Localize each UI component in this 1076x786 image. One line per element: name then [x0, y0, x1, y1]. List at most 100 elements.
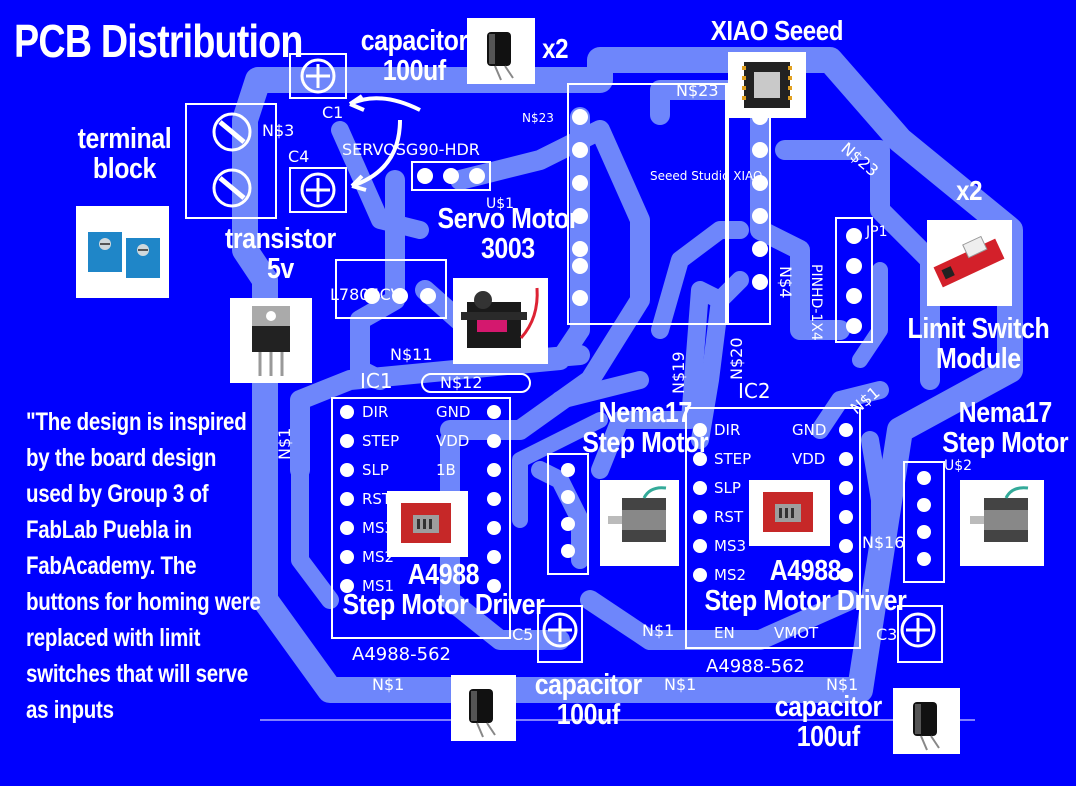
stepper-motor-icon: [600, 480, 679, 566]
c4-text: C4: [288, 147, 309, 166]
ic1-part-text: A4988-562: [352, 644, 451, 665]
xiao-board-icon: [728, 52, 806, 118]
page-title: PCB Distribution: [14, 15, 303, 67]
svg-text:VMOT: VMOT: [774, 624, 819, 642]
u1-outline: [547, 453, 589, 575]
xiao-outline: [567, 83, 729, 325]
net-n20: N$20: [727, 337, 746, 380]
trace-limit: [852, 262, 888, 368]
svg-text:MS3: MS3: [362, 519, 394, 537]
u2-text: U$2: [944, 458, 972, 474]
net-n19: N$19: [669, 351, 688, 394]
trace-left-motor: [531, 461, 589, 569]
svg-text:1B: 1B: [436, 461, 456, 479]
net-n3: N$3: [262, 121, 294, 140]
c4-outline: [289, 167, 347, 213]
label-nema-left: Nema17 Step Motor: [582, 397, 709, 460]
svg-text:MS3: MS3: [714, 537, 746, 555]
capacitor-icon: [451, 675, 516, 741]
terminal-block-icon: [76, 206, 169, 298]
u1-text: U$1: [486, 196, 514, 212]
label-x2-right: x2: [956, 175, 983, 206]
servo-header-text: SERVOSG90-HDR: [342, 140, 480, 159]
stepper-motor-icon: [960, 480, 1044, 566]
net-n1-bottom: N$1: [642, 621, 674, 640]
label-capacitor-bottom-right: capacitor 100uf: [774, 691, 882, 754]
net-n16: N$16: [862, 533, 905, 552]
net-n23-small: N$23: [522, 111, 554, 125]
trace-right-top: [811, 381, 889, 439]
net-n1-vert: N$1: [275, 428, 294, 460]
servo-motor-icon: [453, 278, 548, 364]
svg-text:MS1: MS1: [362, 577, 394, 595]
label-limit-switch: Limit Switch Module: [907, 313, 1050, 376]
ic2-part-text: A4988-562: [706, 656, 805, 677]
svg-text:GND: GND: [436, 403, 470, 421]
driver-board-icon: [387, 491, 468, 557]
c1-text: C1: [322, 103, 343, 122]
trace-n1-bottom: [580, 590, 860, 650]
n12-bar: [421, 373, 531, 393]
trace-n23-top: [650, 80, 750, 125]
label-xiao: XIAO Seeed: [710, 15, 844, 46]
jp1-text: JP1: [865, 224, 887, 240]
capacitor-icon: [467, 18, 535, 84]
trace-servo: [440, 120, 650, 440]
label-capacitor-bottom-left: capacitor 100uf: [534, 669, 642, 732]
xiao-silk-text: Seeed Studio XIAO: [650, 169, 762, 183]
label-x2-top: x2: [542, 33, 569, 64]
svg-text:MS2: MS2: [362, 548, 394, 566]
regulator-outline: [335, 259, 447, 319]
c1-outline: [289, 53, 347, 99]
c3-text: C3: [876, 625, 897, 644]
transistor-icon: [230, 298, 312, 383]
ic2-text: IC2: [738, 379, 771, 403]
svg-text:STEP: STEP: [362, 432, 399, 450]
c5-text: C5: [512, 625, 533, 644]
capacitor-icon: [893, 688, 960, 754]
trace-outer-loop: [232, 47, 1023, 703]
trace-mid: [591, 281, 729, 479]
svg-text:SLP: SLP: [362, 461, 389, 479]
svg-text:VDD: VDD: [792, 450, 825, 468]
cap-symbols: [300, 58, 936, 648]
ic1-outline: [331, 397, 511, 639]
label-transistor: transistor 5v: [225, 223, 336, 286]
c3-outline: [897, 605, 943, 663]
trace-right-motor: [861, 431, 889, 589]
pads: [340, 109, 931, 593]
terminal-screws: [212, 112, 252, 208]
net-n4: N$4: [776, 266, 795, 298]
pinhd-text: PINHD-1X4: [808, 264, 824, 341]
trace-n19: [651, 221, 749, 339]
net-n1-left: N$1: [372, 675, 404, 694]
servo-header-outline: [411, 161, 491, 191]
ic2-pin-labels: DIR STEP SLP RST MS3 MS2 EN GND VDD VMOT: [714, 421, 826, 642]
net-n11: N$11: [390, 345, 433, 364]
ic2-outline: [685, 407, 861, 649]
c5-outline: [537, 605, 583, 663]
silkscreen-text: SERVOSG90-HDR L7805CV C1 C4 IC1 IC2 A498…: [262, 81, 972, 694]
driver-board-icon: [749, 480, 830, 546]
trace-n4: [750, 107, 850, 340]
label-driver-right: A4988 Step Motor Driver: [704, 555, 907, 618]
svg-text:DIR: DIR: [362, 403, 388, 421]
terminal-outline: [185, 103, 277, 219]
trace-ic1-signal: [512, 412, 608, 528]
label-terminal-block: terminal block: [77, 123, 172, 186]
u2-outline: [903, 461, 945, 583]
trace-n3: [331, 121, 429, 239]
svg-text:EN: EN: [714, 624, 735, 642]
regulator-text: L7805CV: [330, 285, 402, 304]
ic1-pin-labels: DIR STEP SLP RST MS3 MS2 MS1 GND VDD 1B: [362, 403, 470, 595]
svg-text:RST: RST: [362, 490, 392, 508]
limit-switch-icon: [927, 220, 1012, 306]
net-n1-right: N$1: [826, 675, 858, 694]
trace-n20: [691, 271, 749, 449]
svg-text:VDD: VDD: [436, 432, 469, 450]
description-text: "The design is inspired by the board des…: [26, 408, 261, 724]
pcb-traces: [232, 47, 1023, 703]
label-nema-right: Nema17 Step Motor: [942, 397, 1069, 460]
net-n1-mid: N$1: [664, 675, 696, 694]
trace-n12: [551, 371, 649, 409]
